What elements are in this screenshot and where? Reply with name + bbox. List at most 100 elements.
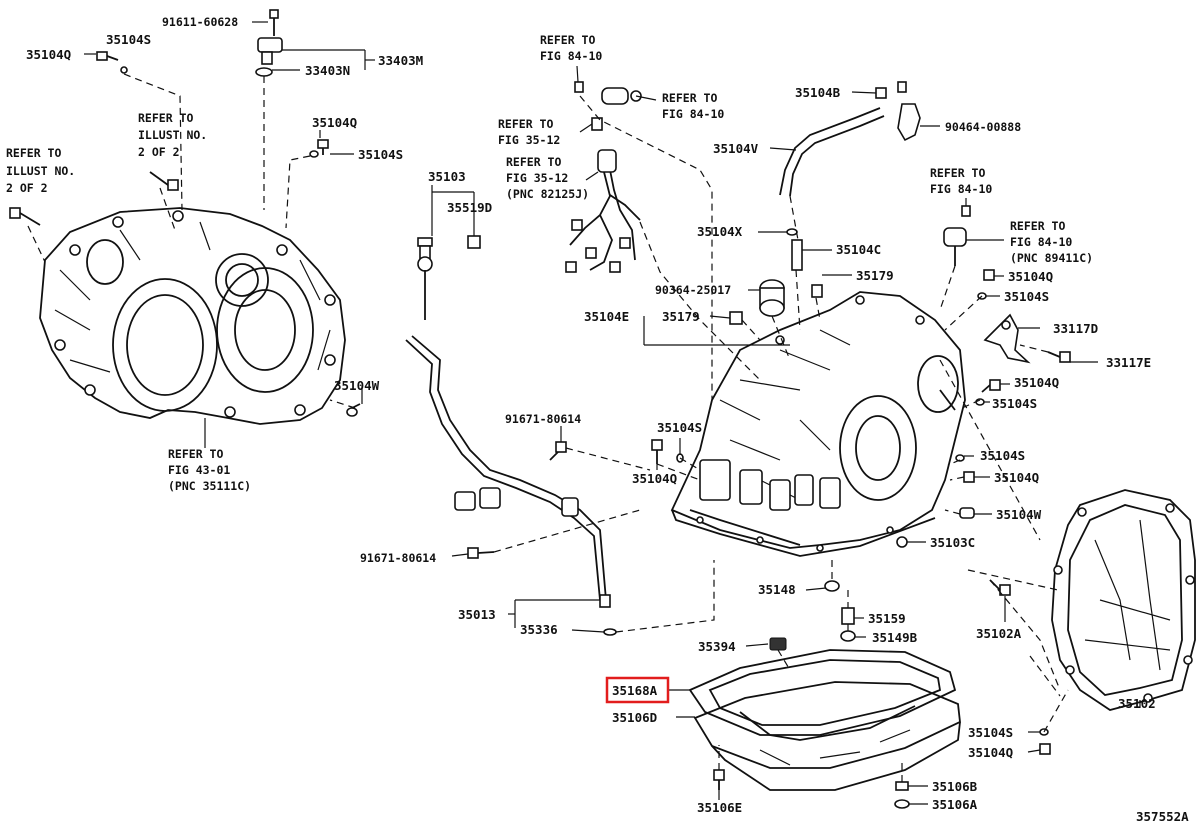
bolt-35106E (713, 769, 725, 790)
label-refer-84c-1: REFER TO (930, 166, 985, 180)
connector-35-12a (591, 117, 603, 131)
label-refer-35b-3: (PNC 82125J) (506, 187, 589, 201)
label-33403N: 33403N (305, 63, 350, 78)
label-35104Q-c: 35104Q (1008, 269, 1053, 284)
sensor-33403N (255, 37, 283, 77)
bolt-35104Q-b (317, 139, 329, 155)
sensor-84-10b (601, 87, 642, 105)
label-refer-84d-3: (PNC 89411C) (1010, 251, 1093, 265)
label-91671b: 91671-80614 (360, 551, 436, 565)
label-refer-84d-1: REFER TO (1010, 219, 1065, 233)
wire-harness (565, 149, 641, 273)
bolt-35104Q-c (983, 269, 995, 281)
label-35519D: 35519D (447, 200, 492, 215)
label-refer-43-3: (PNC 35111C) (168, 479, 251, 493)
gasket-35168A (688, 649, 957, 736)
part-labels: 91611-60628 35104S 35104Q 33403M 33403N … (6, 15, 1189, 824)
bracket-33117D (983, 313, 1031, 364)
plug-35103C (896, 536, 908, 548)
magnet-35394 (769, 637, 787, 651)
label-35104E: 35104E (584, 309, 629, 324)
label-35103C: 35103C (930, 535, 975, 550)
highlight-box-35168A (605, 676, 670, 704)
plug-35179b (729, 311, 743, 325)
bolt-91671a (549, 441, 567, 461)
washer-35106A (894, 799, 910, 809)
diagram-id: 357552A (1136, 809, 1189, 824)
plug-35149B (840, 630, 856, 642)
label-33403M: 33403M (378, 53, 423, 68)
label-35104Q-a: 35104Q (26, 47, 71, 62)
label-refer-84b-1: REFER TO (662, 91, 717, 105)
label-35104Q-f: 35104Q (994, 470, 1039, 485)
transaxle-housing (39, 207, 346, 425)
hose-35104V (779, 87, 887, 197)
sensor-84-10d (943, 205, 971, 266)
label-91611: 91611-60628 (162, 15, 238, 29)
label-refer-84a-2: FIG 84-10 (540, 49, 602, 63)
label-35104W-b: 35104W (996, 507, 1042, 522)
label-90464: 90464-00888 (945, 120, 1021, 134)
label-35394: 35394 (698, 639, 736, 654)
label-35159: 35159 (868, 611, 906, 626)
label-refer-illust-b3: 2 OF 2 (6, 181, 48, 195)
oring-35104X (786, 228, 798, 236)
label-35104W-a: 35104W (334, 378, 380, 393)
label-35102A: 35102A (976, 626, 1022, 641)
label-refer-illust-b1: REFER TO (6, 146, 61, 160)
label-35104Q-g: 35104Q (968, 745, 1013, 760)
bracket-90464 (897, 81, 921, 142)
bolt-35104Q-f (963, 471, 975, 483)
bolt-35104Q-a (96, 51, 119, 61)
label-35102: 35102 (1118, 696, 1156, 711)
connector-84-10a (574, 81, 584, 93)
label-35103: 35103 (428, 169, 466, 184)
assembly-lines (27, 73, 1069, 782)
label-35104Q-b: 35104Q (312, 115, 357, 130)
side-cover-35102 (1051, 489, 1196, 711)
sleeve-90364 (759, 279, 785, 317)
label-refer-35b-2: FIG 35-12 (506, 171, 568, 185)
label-35104S-e: 35104S (657, 420, 702, 435)
label-35104S-a: 35104S (106, 32, 151, 47)
plug-35179a (811, 284, 823, 298)
bolt-illust-b (149, 171, 179, 191)
label-35104Q-e: 35104Q (632, 471, 677, 486)
pin-35104W-b (959, 507, 975, 519)
label-35106B: 35106B (932, 779, 978, 794)
label-35179-a: 35179 (856, 268, 894, 283)
label-refer-84b-2: FIG 84-10 (662, 107, 724, 121)
label-91671a: 91671-80614 (505, 412, 581, 426)
label-refer-43-2: FIG 43-01 (168, 463, 230, 477)
label-refer-43-1: REFER TO (168, 447, 223, 461)
label-35148: 35148 (758, 582, 796, 597)
label-35104S-g: 35104S (968, 725, 1013, 740)
dipstick-35103 (417, 237, 433, 320)
label-33117E: 33117E (1106, 355, 1151, 370)
label-refer-35b-1: REFER TO (506, 155, 561, 169)
label-35106D: 35106D (612, 710, 657, 725)
label-35104Q-d: 35104Q (1014, 375, 1059, 390)
label-35104C: 35104C (836, 242, 881, 257)
oil-pan-35106D (693, 681, 961, 791)
label-refer-illust-3: 2 OF 2 (138, 145, 180, 159)
label-refer-84d-2: FIG 84-10 (1010, 235, 1072, 249)
bolt-left-side (9, 207, 41, 226)
label-90364: 90364-25017 (655, 283, 731, 297)
bolt-91611 (269, 9, 279, 36)
label-35104S-b: 35104S (358, 147, 403, 162)
bolt-35104Q-e (651, 439, 663, 464)
label-35106E: 35106E (697, 800, 742, 815)
label-35104B: 35104B (795, 85, 841, 100)
label-35168A: 35168A (612, 683, 658, 698)
label-refer-35a-2: FIG 35-12 (498, 133, 560, 147)
bolt-33117E (1047, 351, 1071, 363)
label-35149B: 35149B (872, 630, 918, 645)
transmission-case (670, 291, 966, 557)
label-35104V: 35104V (713, 141, 759, 156)
label-35013: 35013 (458, 607, 496, 622)
bolt-35104Q-g (1039, 743, 1051, 755)
oring-35336 (603, 628, 617, 636)
